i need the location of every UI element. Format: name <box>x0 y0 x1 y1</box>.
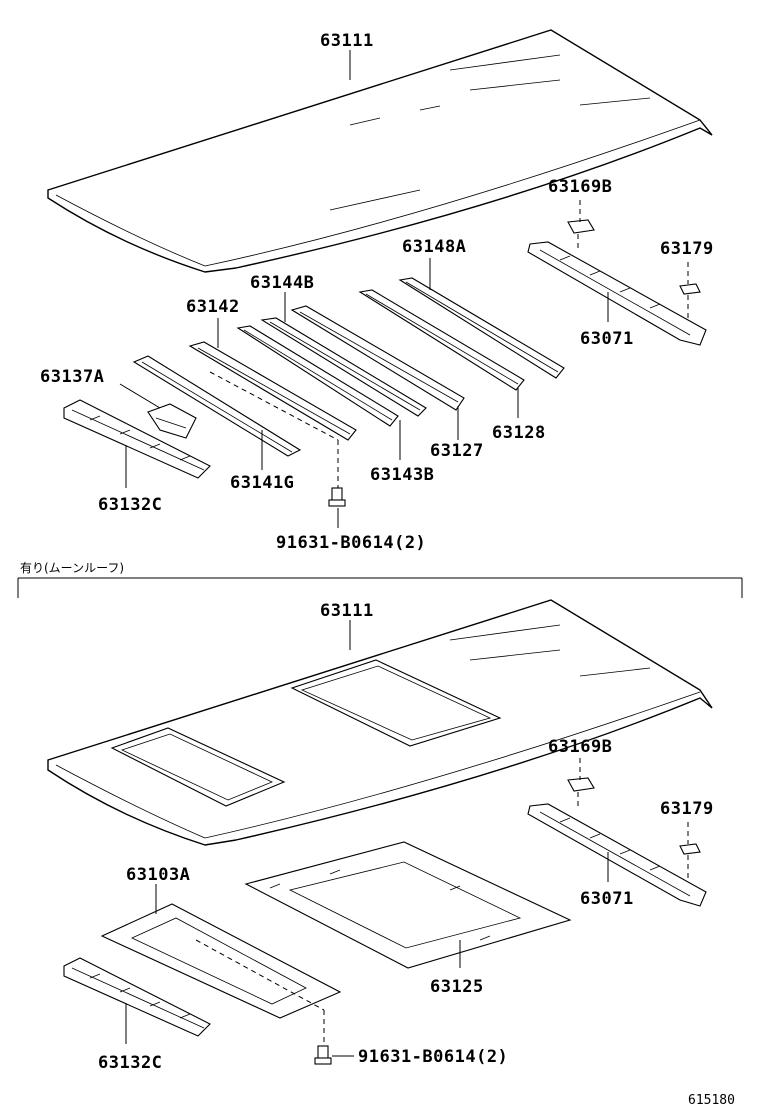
label-63169b-top: 63169B <box>548 177 612 197</box>
label-63144b: 63144B <box>250 273 314 293</box>
label-63143b: 63143B <box>370 465 434 485</box>
bracket-63169b-top[interactable] <box>567 219 595 234</box>
label-63071-top: 63071 <box>580 329 634 349</box>
section-bracket <box>17 577 743 598</box>
header-63071-bottom[interactable] <box>527 803 707 907</box>
frame-63103a[interactable] <box>100 903 342 1019</box>
label-63179-bottom: 63179 <box>660 799 714 819</box>
label-63111-top: 63111 <box>320 31 374 51</box>
reinforcement-63128[interactable] <box>358 289 525 391</box>
label-63169b-bottom: 63169B <box>548 737 612 757</box>
label-63128: 63128 <box>492 423 546 443</box>
roof-panel-top[interactable] <box>47 29 713 273</box>
reinforcement-63127[interactable] <box>290 305 465 411</box>
moonroof-opening-front <box>290 659 502 747</box>
top-section: 63111 63169B 63179 63071 63148A <box>40 29 714 553</box>
frame-63125[interactable] <box>244 841 572 969</box>
reinforcement-63143b[interactable] <box>236 325 399 427</box>
reinforcement-63144b[interactable] <box>260 317 427 417</box>
label-63142: 63142 <box>186 297 240 317</box>
bottom-section: 63111 63169B 63179 63071 63125 <box>47 599 714 1073</box>
label-63127: 63127 <box>430 441 484 461</box>
label-bolt-top: 91631-B0614(2) <box>276 533 426 553</box>
reinforcement-63142[interactable] <box>188 341 357 441</box>
reinforcement-63141g[interactable] <box>132 355 302 457</box>
bracket-63137a[interactable] <box>147 403 197 439</box>
reinforcement-63148a[interactable] <box>398 277 565 379</box>
roof-panel-moonroof[interactable] <box>47 599 713 846</box>
bracket-63169b-bottom[interactable] <box>567 777 595 792</box>
figure-id: 615180 <box>688 1093 735 1108</box>
label-63148a: 63148A <box>402 237 466 257</box>
label-63141g: 63141G <box>230 473 294 493</box>
bolt-top[interactable] <box>328 487 346 507</box>
label-63132c-top: 63132C <box>98 495 162 515</box>
label-63125: 63125 <box>430 977 484 997</box>
label-63071-bottom: 63071 <box>580 889 634 909</box>
label-63111-bottom: 63111 <box>320 601 374 621</box>
label-63137a: 63137A <box>40 367 104 387</box>
header-63132c-bottom[interactable] <box>63 957 211 1037</box>
label-bolt-bottom: 91631-B0614(2) <box>358 1047 508 1067</box>
label-63103a: 63103A <box>126 865 190 885</box>
moonroof-caption: 有り(ムーンルーフ) <box>20 561 124 575</box>
header-63071-top[interactable] <box>527 241 707 346</box>
moonroof-opening-rear <box>110 727 286 807</box>
bolt-bottom[interactable] <box>314 1045 332 1065</box>
label-63132c-bottom: 63132C <box>98 1053 162 1073</box>
label-63179-top: 63179 <box>660 239 714 259</box>
header-63132c-top[interactable] <box>63 399 211 479</box>
clip-63179-bottom[interactable] <box>679 843 701 855</box>
clip-63179-top[interactable] <box>679 283 701 295</box>
